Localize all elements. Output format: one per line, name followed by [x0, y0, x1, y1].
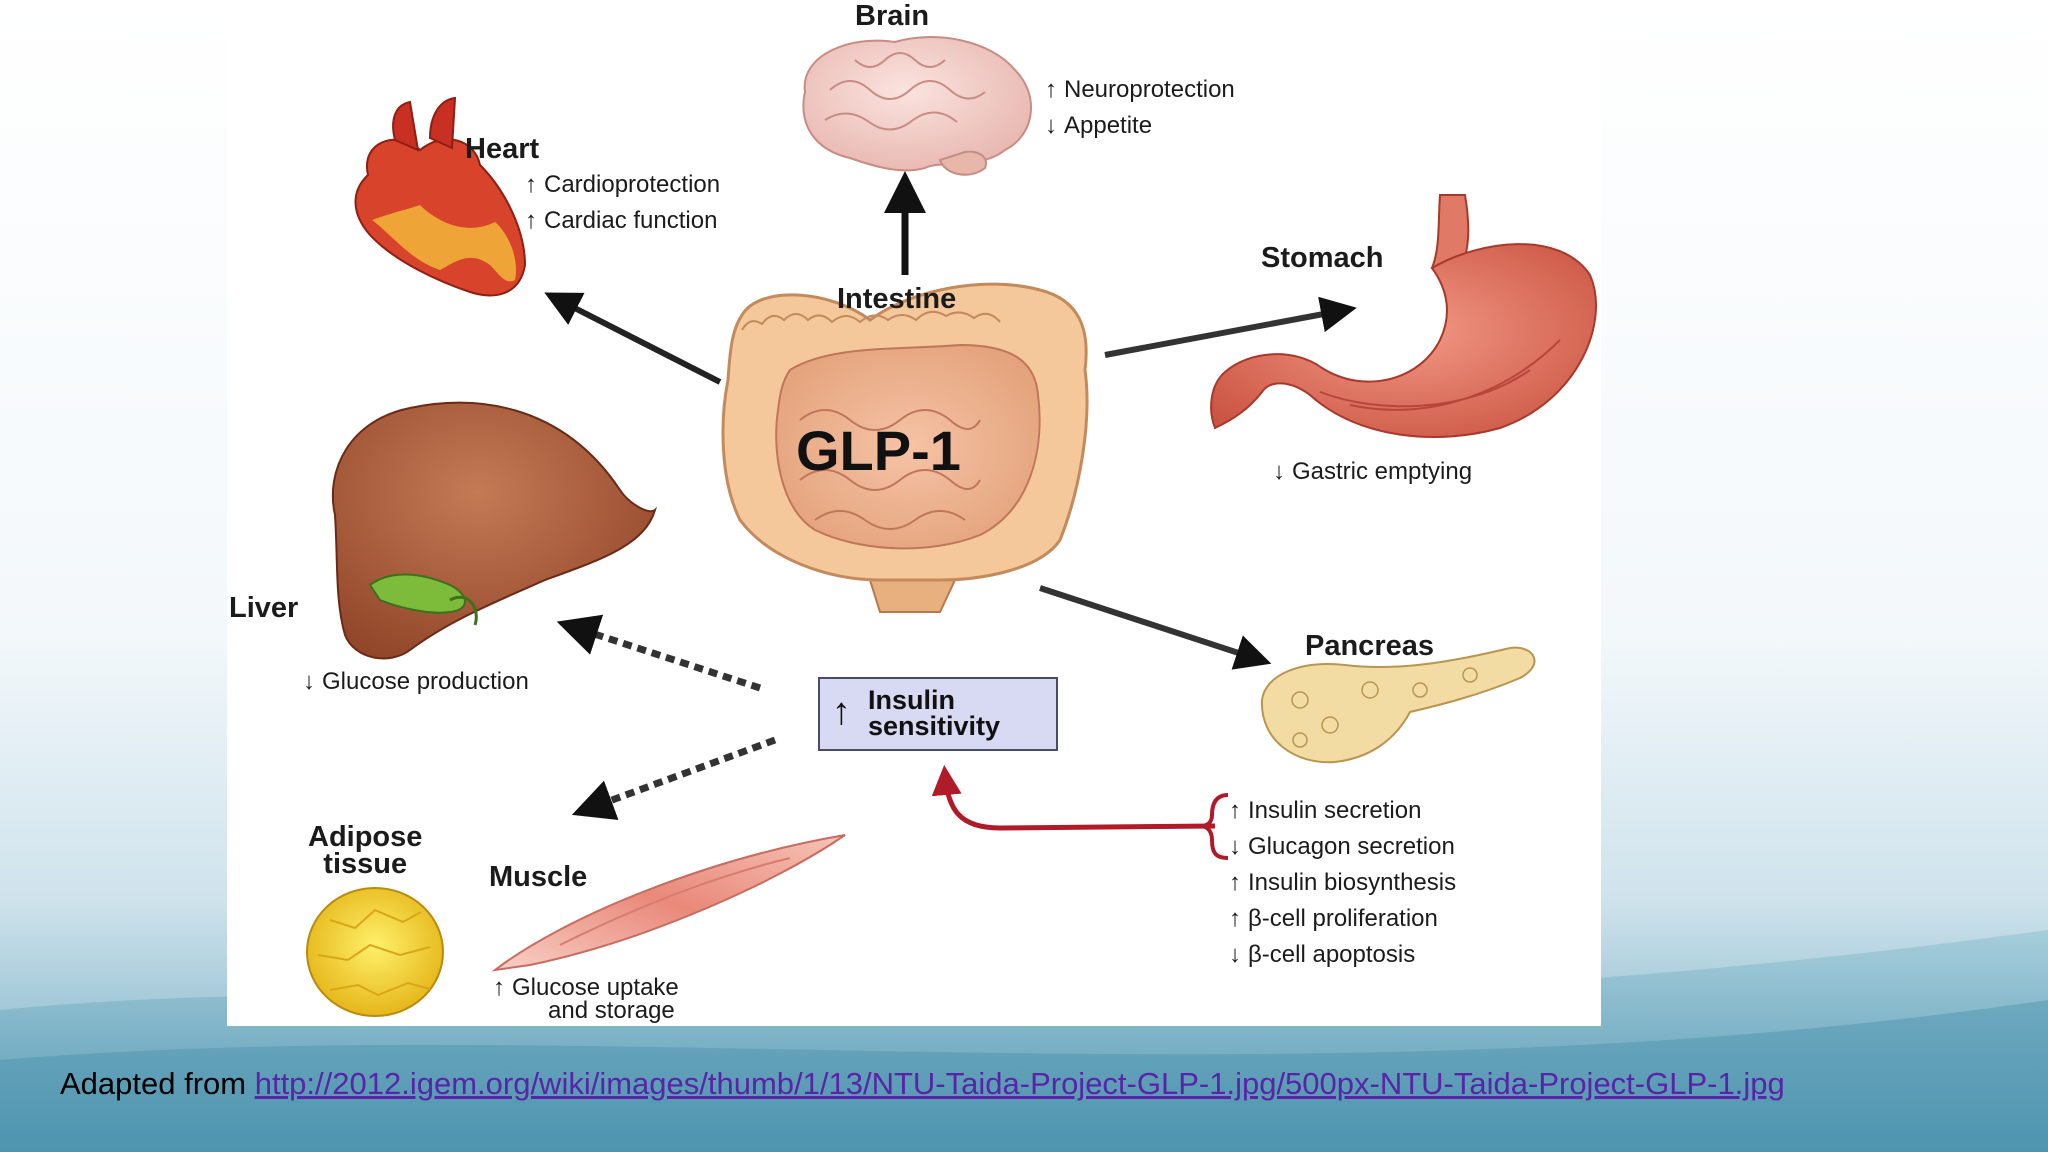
up-arrow-icon: ↑	[1229, 797, 1241, 824]
heart-illustration	[354, 96, 527, 297]
glp1-label: GLP-1	[796, 419, 961, 482]
source-caption: Adapted from http://2012.igem.org/wiki/i…	[60, 1066, 1785, 1102]
up-arrow-icon: ↑	[525, 171, 537, 198]
up-arrow-icon: ↑	[832, 691, 851, 733]
muscle-effect: ↑Glucose uptake and storage	[490, 974, 679, 1023]
heart-effect-1: ↑Cardioprotection	[522, 173, 720, 197]
up-arrow-icon: ↑	[1045, 76, 1057, 103]
pancreas-effect-1: ↑Insulin secretion	[1226, 799, 1421, 823]
pancreas-effect-3: ↑Insulin biosynthesis	[1226, 871, 1456, 895]
arrow-to-heart	[544, 292, 722, 385]
adipose-title: Adipose tissue	[308, 821, 423, 880]
insulin-sensitivity-box: ↑ Insulin sensitivity	[818, 677, 1058, 751]
brain-title: Brain	[855, 0, 930, 32]
liver-title: Liver	[229, 592, 299, 624]
liver-effect-1: ↓Glucose production	[300, 670, 529, 694]
muscle-title: Muscle	[489, 861, 588, 893]
down-arrow-icon: ↓	[303, 668, 315, 695]
arrow-to-pancreas	[1039, 585, 1272, 670]
pancreas-title: Pancreas	[1305, 630, 1434, 662]
up-arrow-icon: ↑	[1229, 869, 1241, 896]
caption-prefix: Adapted from	[60, 1066, 255, 1101]
pancreas-illustration	[1260, 646, 1536, 764]
pancreas-effect-4: ↑β-cell proliferation	[1226, 907, 1438, 931]
up-arrow-icon: ↑	[525, 207, 537, 234]
arrow-to-muscle	[571, 736, 777, 821]
intestine-illustration	[721, 282, 1089, 613]
down-arrow-icon: ↓	[1229, 941, 1241, 968]
down-arrow-icon: ↓	[1229, 833, 1241, 860]
feedback-arrow	[931, 765, 1216, 831]
brain-effect-2: ↓Appetite	[1042, 114, 1152, 138]
liver-illustration	[331, 401, 658, 660]
down-arrow-icon: ↓	[1045, 112, 1057, 139]
arrow-to-liver	[556, 614, 762, 692]
stomach-title: Stomach	[1261, 242, 1384, 274]
brain-effect-1: ↑Neuroprotection	[1042, 78, 1235, 102]
up-arrow-icon: ↑	[1229, 905, 1241, 932]
up-arrow-icon: ↑	[493, 974, 505, 1001]
source-link[interactable]: http://2012.igem.org/wiki/images/thumb/1…	[254, 1066, 1785, 1101]
heart-effect-2: ↑Cardiac function	[522, 209, 717, 233]
stomach-illustration	[1210, 194, 1597, 438]
muscle-illustration	[491, 834, 846, 972]
heart-title: Heart	[465, 133, 540, 165]
brain-illustration	[802, 36, 1032, 176]
intestine-title: Intestine	[837, 283, 957, 315]
pancreas-effect-5: ↓β-cell apoptosis	[1226, 943, 1415, 967]
adipose-illustration	[306, 887, 444, 1017]
pancreas-brace	[1199, 793, 1229, 860]
stomach-effect-1: ↓Gastric emptying	[1270, 460, 1472, 484]
down-arrow-icon: ↓	[1273, 458, 1285, 485]
pancreas-effect-2: ↓Glucagon secretion	[1226, 835, 1455, 859]
arrow-to-stomach	[1104, 296, 1357, 358]
